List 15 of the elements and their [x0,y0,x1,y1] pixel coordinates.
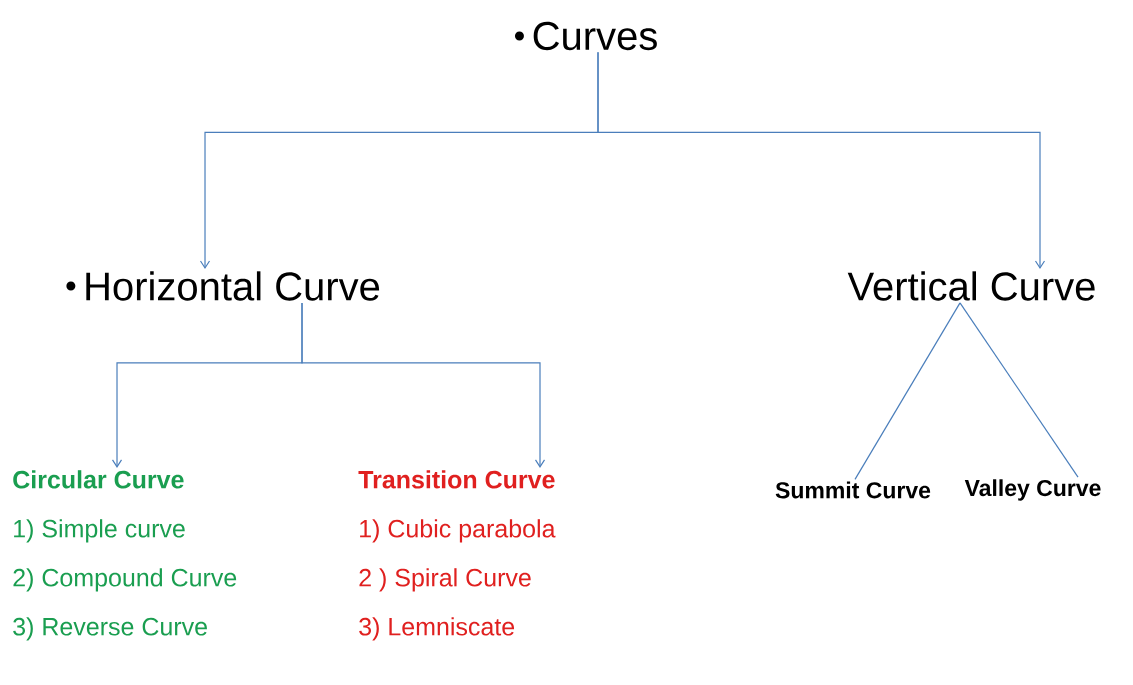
list-heading: Circular Curve [13,470,184,489]
heading-text: Valley Curve [964,479,1101,501]
heading-text: Summit Curve [775,481,931,499]
list-heading: Transition Curve [358,470,555,489]
heading-text: Vertical Curve [847,271,1095,301]
connector-arrow [301,302,546,468]
list-item: 1) Simple curve [14,519,185,543]
list-item: 3) Lemniscate [359,617,515,641]
list-item: 1) Cubic parabola [360,519,556,543]
heading-text: Horizontal Curve [86,271,380,301]
connector-arrow [597,51,1046,270]
heading-text: Curves [533,21,657,51]
list-item: 3) Reverse Curve [13,617,207,641]
list-item: 2 ) Spiral Curve [359,568,531,592]
list-item: 2) Compound Curve [13,568,237,592]
